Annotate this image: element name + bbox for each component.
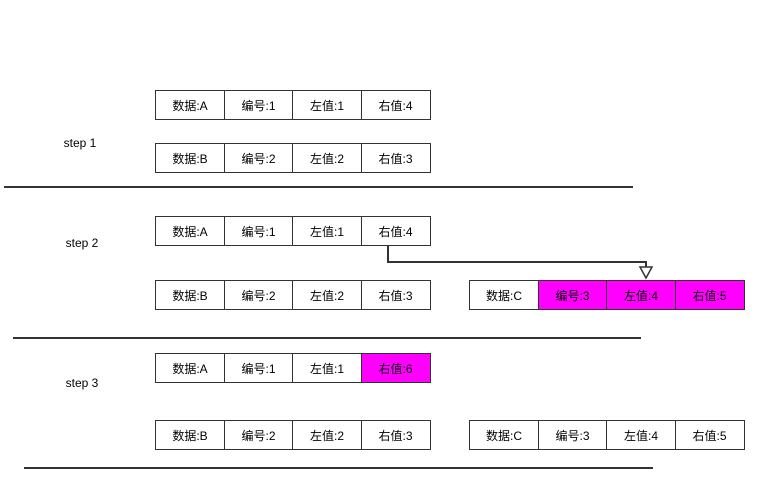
right-value-cell: 右值:3 xyxy=(360,420,431,450)
id-cell: 编号:2 xyxy=(223,420,294,450)
data-cell: 数据:C xyxy=(469,420,539,450)
data-cell: 数据:B xyxy=(155,280,225,310)
step-2-record-a: 数据:A 编号:1 左值:1 右值:4 xyxy=(155,216,431,246)
data-cell: 数据:B xyxy=(155,420,225,450)
id-cell: 编号:2 xyxy=(223,143,294,173)
id-cell: 编号:2 xyxy=(223,280,294,310)
divider-line xyxy=(4,186,633,188)
data-cell: 数据:B xyxy=(155,143,225,173)
divider-line xyxy=(13,337,641,339)
step-2-record-c: 数据:C 编号:3 左值:4 右值:5 xyxy=(469,280,745,310)
arrowhead-icon xyxy=(638,266,654,280)
step-2-record-b: 数据:B 编号:2 左值:2 右值:3 xyxy=(155,280,431,310)
left-value-cell-highlighted: 左值:4 xyxy=(606,280,676,310)
id-cell-highlighted: 编号:3 xyxy=(537,280,608,310)
data-cell: 数据:A xyxy=(155,90,225,120)
step-1-record-b: 数据:B 编号:2 左值:2 右值:3 xyxy=(155,143,431,173)
step-3-record-a: 数据:A 编号:1 左值:1 右值:6 xyxy=(155,353,431,383)
connector-line xyxy=(387,246,647,270)
right-value-cell-highlighted: 右值:6 xyxy=(360,353,431,383)
right-value-cell: 右值:3 xyxy=(360,143,431,173)
step-3-record-b: 数据:B 编号:2 左值:2 右值:3 xyxy=(155,420,431,450)
id-cell: 编号:1 xyxy=(223,216,294,246)
left-value-cell: 左值:2 xyxy=(292,143,362,173)
data-cell: 数据:A xyxy=(155,353,225,383)
right-value-cell: 右值:4 xyxy=(360,90,431,120)
right-value-cell: 右值:5 xyxy=(674,420,745,450)
left-value-cell: 左值:1 xyxy=(292,90,362,120)
divider-line xyxy=(24,467,653,469)
left-value-cell: 左值:2 xyxy=(292,420,362,450)
step-1-label: step 1 xyxy=(63,136,97,150)
step-3-label: step 3 xyxy=(65,376,99,390)
step-3-record-c: 数据:C 编号:3 左值:4 右值:5 xyxy=(469,420,745,450)
left-value-cell: 左值:1 xyxy=(292,216,362,246)
id-cell: 编号:1 xyxy=(223,90,294,120)
right-value-cell-highlighted: 右值:5 xyxy=(674,280,745,310)
right-value-cell: 右值:3 xyxy=(360,280,431,310)
step-2-label: step 2 xyxy=(65,236,99,250)
data-cell: 数据:C xyxy=(469,280,539,310)
id-cell: 编号:1 xyxy=(223,353,294,383)
step-1-record-a: 数据:A 编号:1 左值:1 右值:4 xyxy=(155,90,431,120)
data-cell: 数据:A xyxy=(155,216,225,246)
left-value-cell: 左值:4 xyxy=(606,420,676,450)
left-value-cell: 左值:1 xyxy=(292,353,362,383)
id-cell: 编号:3 xyxy=(537,420,608,450)
right-value-cell: 右值:4 xyxy=(360,216,431,246)
left-value-cell: 左值:2 xyxy=(292,280,362,310)
